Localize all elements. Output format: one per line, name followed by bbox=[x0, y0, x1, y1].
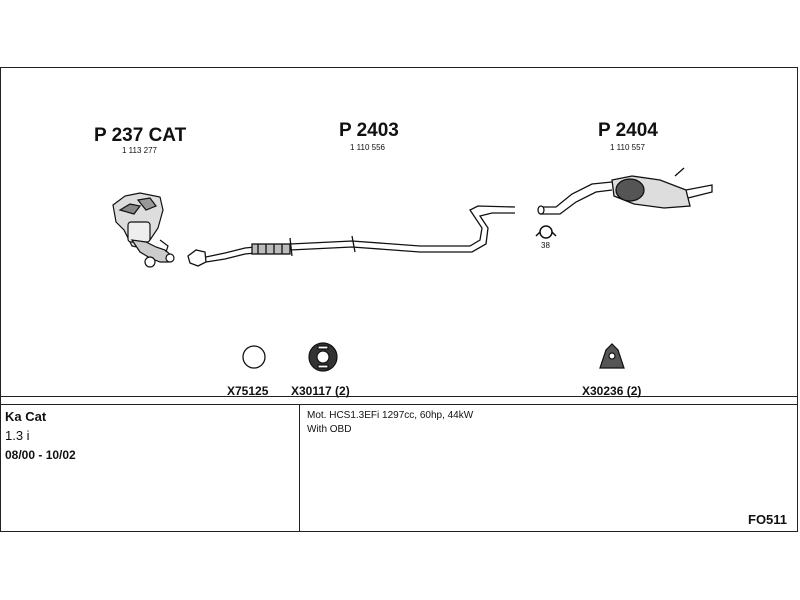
part-code: P 237 CAT bbox=[94, 125, 187, 146]
catalytic-converter-icon bbox=[112, 192, 175, 268]
accessory-code: X30236 (2) bbox=[582, 384, 642, 398]
diagram-code: FO511 bbox=[748, 512, 788, 527]
accessory-code: X30117 (2) bbox=[291, 384, 350, 398]
rubber-hanger-icon bbox=[308, 342, 338, 372]
engine-description: Mot. HCS1.3EFi 1297cc, 60hp, 44kW bbox=[307, 410, 474, 421]
accessory-code: X75125 bbox=[227, 384, 269, 398]
vehicle-model: Ka Cat bbox=[5, 409, 47, 424]
part-reference: 1 113 277 bbox=[122, 146, 157, 155]
part-code: P 2403 bbox=[339, 120, 399, 141]
o-ring-gasket-icon bbox=[242, 345, 266, 369]
part-code: P 2404 bbox=[598, 120, 658, 141]
vehicle-engine: 1.3 i bbox=[5, 428, 30, 443]
section-divider bbox=[0, 396, 798, 397]
part-reference: 1 110 557 bbox=[610, 143, 645, 152]
clamp-size-label: 38 bbox=[541, 241, 550, 250]
engine-note: With OBD bbox=[307, 424, 352, 435]
clamp-icon bbox=[535, 225, 557, 239]
rear-silencer-icon bbox=[537, 167, 713, 215]
info-column-divider bbox=[299, 404, 300, 532]
middle-pipe-icon bbox=[187, 205, 516, 267]
section-divider bbox=[0, 404, 798, 405]
diagram-frame bbox=[0, 67, 798, 532]
part-reference: 1 110 556 bbox=[350, 143, 385, 152]
vehicle-years: 08/00 - 10/02 bbox=[5, 448, 76, 462]
mounting-bracket-icon bbox=[599, 343, 625, 369]
